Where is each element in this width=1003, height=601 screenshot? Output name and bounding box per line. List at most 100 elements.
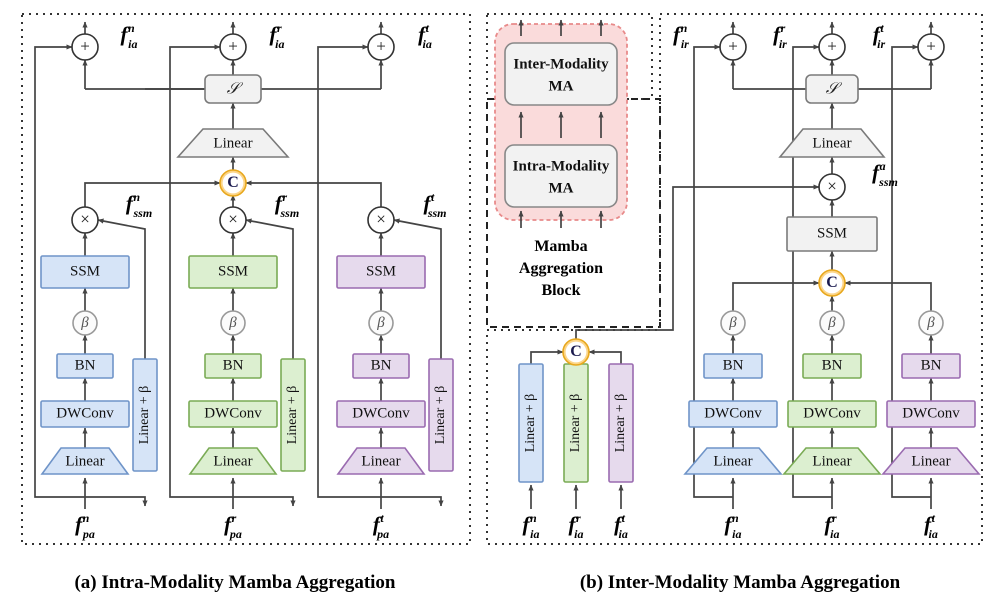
panel-a-caption: (a) Intra-Modality Mamba Aggregation (74, 572, 395, 593)
wire (34, 44, 85, 498)
panel-b-branch-r-dwconv: DWConv (787, 400, 877, 428)
panel-b-gate-t-label: Linear + β (613, 394, 628, 453)
panel-b-branch-r-linear-label: Linear (812, 453, 851, 469)
panel-a-branch-n-gate: Linear + β (132, 358, 158, 472)
panel-b-mul-glyph: × (827, 176, 837, 195)
panel-b-gate-n: Linear + β (518, 363, 544, 483)
panel-a-shared-linear-label: Linear (213, 135, 252, 151)
panel-a-branch-t-gate-label: Linear + β (433, 386, 448, 445)
wire (891, 44, 931, 498)
wire (84, 180, 221, 207)
panel-a-branch-r-mul: × (219, 206, 247, 234)
wire (844, 280, 932, 311)
panel-a-branch-r-gate: Linear + β (280, 358, 306, 472)
wire (732, 280, 820, 311)
wire (85, 496, 148, 507)
panel-b-ssm: SSM (786, 216, 878, 252)
panel-a-branch-t-bn: BN (352, 353, 410, 379)
panel-a-branch-r-add: + (219, 33, 247, 61)
panel-borders (21, 13, 983, 545)
panel-a-branch-t-ssm: SSM (336, 255, 426, 289)
panel-b-branch-r-beta-glyph: β (827, 315, 836, 331)
panel-b-branch-r-bn: BN (802, 353, 862, 379)
panel-b-branch-t-bn: BN (901, 353, 961, 379)
panel-a-branch-t-dwconv: DWConv (336, 400, 426, 428)
panel-a-branch-t-gate: Linear + β (428, 358, 454, 472)
panel-a-branch-n-gate-label: Linear + β (137, 386, 152, 445)
panel-b-branch-n-bn: BN (703, 353, 763, 379)
panel-a-branch-t-add-glyph: + (376, 36, 386, 55)
panel-b-branch-n-add-glyph: + (728, 36, 738, 55)
panel-b-ssm-label: SSM (817, 225, 847, 241)
mamba-block-title-1: Aggregation (519, 260, 603, 277)
panel-a-branch-n-add: + (71, 33, 99, 61)
panel-a-branch-r-beta: β (220, 310, 246, 336)
panel-a-branch-n-ssm: SSM (40, 255, 130, 289)
wire (693, 44, 733, 498)
panel-a-branch-r-gate-label: Linear + β (285, 386, 300, 445)
panel-b-shared-linear: Linear (778, 128, 886, 158)
panel-b-left-concat: C (562, 338, 590, 366)
panel-a-branch-n-beta-glyph: β (80, 315, 89, 331)
panel-a-branch-r-ssm-label: SSM (218, 263, 248, 279)
wire (575, 184, 820, 339)
wire (393, 218, 442, 359)
panel-b-branch-n-dwconv: DWConv (688, 400, 778, 428)
panel-a-branch-t-beta: β (368, 310, 394, 336)
panel-b-gate-t: Linear + β (608, 363, 634, 483)
panel-a-branch-n-linear: Linear (40, 447, 130, 475)
intra-modality-ma-line-0: Intra-Modality (513, 158, 610, 174)
intra-modality-ma-line-1: MA (549, 180, 574, 196)
panel-b-scalar-s: 𝒮 (805, 74, 859, 104)
wire (245, 218, 294, 359)
inter-modality-ma-line-1: MA (549, 78, 574, 94)
panel-b-branch-n-bn-label: BN (723, 357, 744, 373)
panel-b-branch-t-add: + (917, 33, 945, 61)
panel-a-concat: C (219, 169, 247, 197)
wire (588, 349, 622, 364)
panel-a-branch-t-dwconv-label: DWConv (352, 405, 410, 421)
panel-a-branch-n-ssm-label: SSM (70, 263, 100, 279)
panel-b-branch-t-dwconv-label: DWConv (902, 405, 960, 421)
panel-a-branch-t-add: + (367, 33, 395, 61)
panel-a-branch-t-ssm-label: SSM (366, 263, 396, 279)
panel-a-branch-n-bn-label: BN (75, 357, 96, 373)
wire (97, 218, 146, 359)
panel-b-concat-glyph: C (826, 274, 838, 291)
panel-b-branch-r-bn-label: BN (822, 357, 843, 373)
node-layer: Inter-ModalityMAIntra-ModalityMALinearDW… (40, 19, 981, 483)
panel-a-branch-n-linear-label: Linear (65, 453, 104, 469)
panel-b-branch-t-beta-glyph: β (926, 315, 935, 331)
panel-a-scalar-s: 𝒮 (204, 74, 262, 104)
panel-a-branch-n-mul-glyph: × (80, 209, 90, 228)
panel-a-shared-linear: Linear (176, 128, 290, 158)
panel-a-branch-t-linear: Linear (336, 447, 426, 475)
panel-b-branch-t-beta: β (918, 310, 944, 336)
panel-b-branch-t-dwconv: DWConv (886, 400, 976, 428)
panel-b-branch-r-add: + (818, 33, 846, 61)
panel-b-branch-r-beta: β (819, 310, 845, 336)
